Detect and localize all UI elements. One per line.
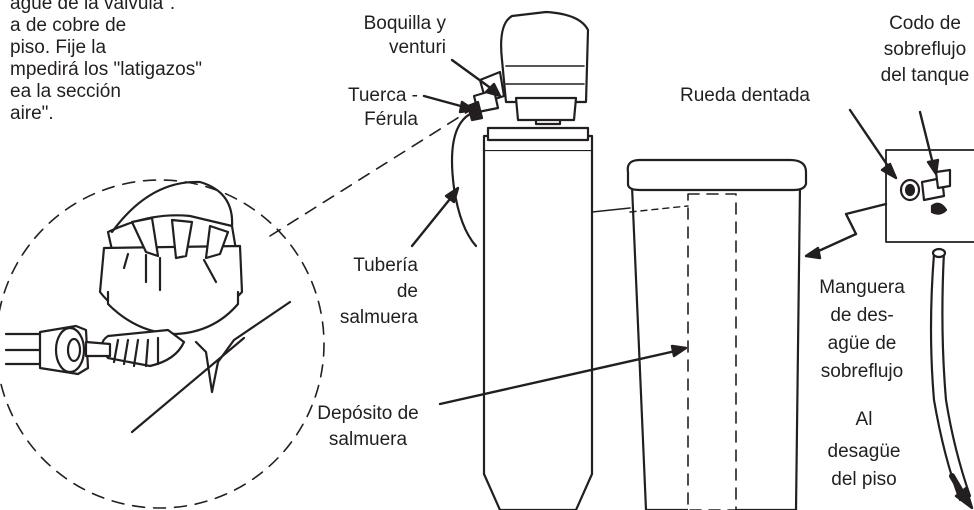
pointer-line [130, 336, 246, 434]
label-brine-tubing-2: de [396, 281, 418, 302]
instruction-text-line-1: agüe de la válvula". [10, 0, 176, 14]
detail-magnifier [0, 108, 473, 509]
label-to-drain-2: desagüe [827, 441, 901, 462]
label-overflow-elbow-2: sobreflujo [883, 39, 967, 60]
label-nozzle-venturi-2: venturi [388, 37, 446, 58]
instruction-text-line-3: piso. Fije la [10, 37, 107, 58]
instruction-text-line-6: aire". [10, 103, 54, 124]
label-overflow-hose-1: Manguera [819, 277, 905, 298]
brine-tubing-line [450, 112, 478, 248]
label-overflow-elbow-1: Codo de [889, 13, 961, 34]
instruction-text-line-4: mpedirá los "latigazos" [10, 59, 202, 80]
label-overflow-hose-2: de des- [830, 305, 894, 326]
label-brine-tank-1: Depósito de [317, 403, 419, 424]
softener-unit [466, 10, 594, 510]
label-brine-tubing-3: salmuera [339, 307, 418, 328]
label-brine-tubing-1: Tubería [353, 255, 418, 276]
label-overflow-hose-3: agüe de [827, 333, 897, 354]
label-overflow-hose-4: sobreflujo [820, 361, 904, 382]
label-brine-tank-2: salmuera [328, 429, 408, 450]
label-overflow-elbow-3: del tanque [880, 65, 970, 86]
brine-well [687, 193, 737, 510]
resin-tank [482, 148, 594, 510]
leader-arrows [410, 58, 974, 510]
magnifier-circle [0, 179, 325, 509]
label-nut-ferrule-1: Tuerca - [347, 85, 418, 106]
label-grommet: Rueda dentada [680, 85, 810, 106]
instruction-text-line-2: a de cobre de [10, 15, 127, 36]
brine-tank-body [626, 158, 808, 510]
valve-head [500, 10, 590, 104]
label-to-drain-1: Al [855, 409, 873, 430]
valve-cap-closeup [4, 180, 244, 376]
label-nozzle-venturi-1: Boquilla y [363, 13, 446, 34]
label-nut-ferrule-2: Férula [364, 109, 418, 130]
label-to-drain-3: del piso [831, 469, 897, 490]
break-mark [194, 300, 292, 394]
magnifier-callout-line [269, 108, 473, 237]
instruction-text-line-5: ea la sección [10, 81, 121, 102]
overflow-hose-line [929, 252, 962, 502]
